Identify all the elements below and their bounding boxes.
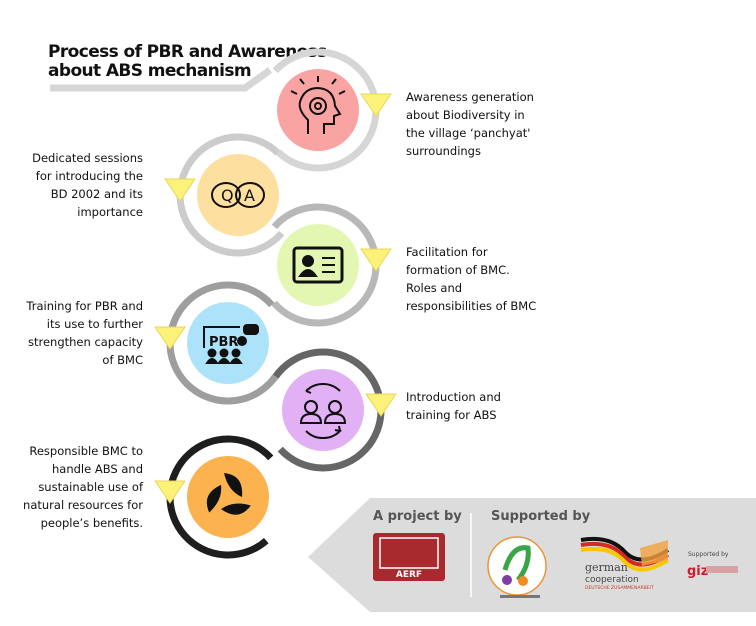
biodiversity-board-logo <box>487 536 547 598</box>
step-description: people’s benefits. <box>41 516 143 530</box>
a-letter: A <box>244 186 255 205</box>
step-description: Responsible BMC to <box>29 444 143 458</box>
project-by-label: A project by <box>373 509 462 524</box>
step-description: strengthen capacity <box>28 335 143 349</box>
arrow-marker-icon <box>365 393 397 417</box>
german-text: german <box>585 561 628 574</box>
step-description: training for ABS <box>406 408 497 422</box>
step-description: natural resources for <box>23 498 143 512</box>
step-description: surroundings <box>406 144 481 158</box>
step-description: sustainable use of <box>38 480 144 494</box>
aerf-logo: AERF <box>373 533 445 581</box>
step-description: formation of BMC. <box>406 263 510 277</box>
step-description: responsibilities of BMC <box>406 299 536 313</box>
step-1: Awareness generation about Biodiversity i… <box>277 69 534 158</box>
step-description: about Biodiversity in <box>406 108 525 122</box>
arrow-marker-icon <box>154 480 186 504</box>
pbr-text: PBR <box>209 335 238 350</box>
step-circle <box>282 369 364 451</box>
exchange-people-icon <box>299 382 347 440</box>
arrow-marker-icon <box>360 248 392 272</box>
step-description: BD 2002 and its <box>51 187 143 201</box>
step-6: Responsible BMC to handle ABS and sustaina… <box>23 444 269 538</box>
step-description: Training for PBR and <box>25 299 143 313</box>
step-description: for introducing the <box>36 169 143 183</box>
step-description: handle ABS and <box>52 462 143 476</box>
supported-by-label: Supported by <box>491 509 591 524</box>
step-description: Facilitation for <box>406 245 488 259</box>
step-description: Awareness generation <box>406 90 534 104</box>
id-card-icon <box>292 246 344 284</box>
step-description: the village ‘panchyat' <box>406 126 530 140</box>
step-4: PBR Training for PBR and its use to furthe… <box>25 299 269 384</box>
step-description: Roles and <box>406 281 462 295</box>
title-underline <box>50 67 273 92</box>
giz-logo: giz <box>687 564 708 579</box>
arrow-marker-icon <box>164 178 196 202</box>
arrow-marker-icon <box>360 93 392 117</box>
leaves-cycle-icon <box>206 473 251 515</box>
head-idea-icon <box>290 76 346 134</box>
q-letter: Q <box>221 186 234 205</box>
title-line1: Process of PBR and Awareness <box>48 42 327 62</box>
giz-supported-label: Supported by <box>688 551 729 558</box>
step-description: importance <box>77 205 143 219</box>
footer-banner: A project by Supported by AERF germancooper… <box>308 498 756 612</box>
step-circle <box>197 154 279 236</box>
step-circle <box>187 456 269 538</box>
cooperation-text: cooperation <box>585 575 639 585</box>
step-description: Introduction and <box>406 390 501 404</box>
arrow-marker-icon <box>154 326 186 350</box>
giz-subtext <box>706 566 738 573</box>
step-description: its use to further <box>47 317 144 331</box>
title-line2: about ABS mechanism <box>48 61 251 81</box>
step-3: Facilitation for formation of BMC. Roles a… <box>277 224 536 313</box>
step-description: Dedicated sessions <box>32 151 143 165</box>
aerf-text: AERF <box>396 570 422 580</box>
deutsche-text: DEUTSCHE ZUSAMMENARBEIT <box>585 585 654 591</box>
pbr-training-icon: PBR <box>203 324 259 364</box>
step-circle <box>277 224 359 306</box>
step-5: Introduction and training for ABS <box>282 369 501 451</box>
step-description: of BMC <box>102 353 143 367</box>
